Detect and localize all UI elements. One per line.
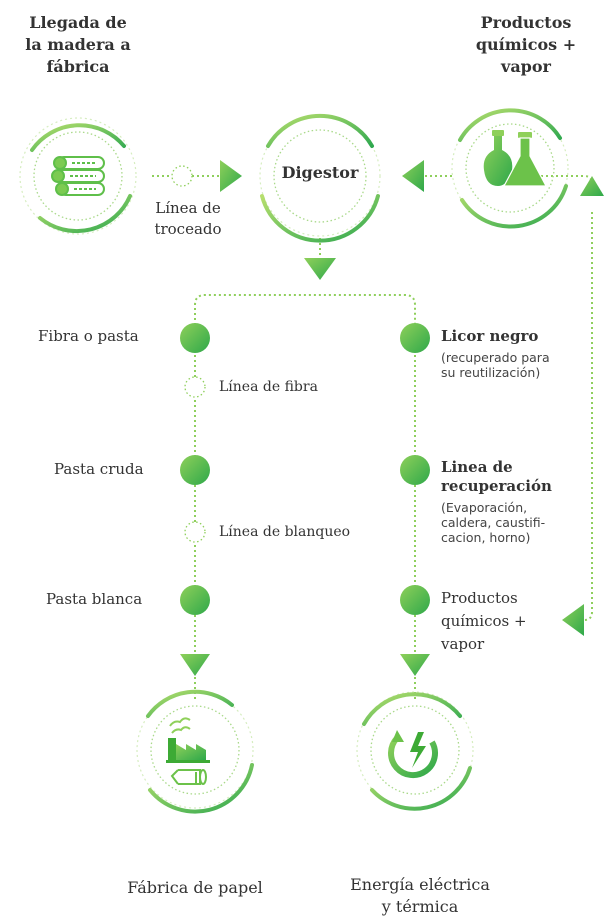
wood-arrival-label: Llegada de la madera a fábrica bbox=[10, 12, 146, 78]
factory-icon bbox=[166, 717, 210, 763]
arrow-into-digester-left bbox=[220, 160, 242, 192]
recovery-note-line-3: cacion, horno) bbox=[441, 530, 531, 545]
chipping-line-2: troceado bbox=[154, 220, 222, 238]
arrow-return-left bbox=[562, 604, 584, 636]
black-liquor-label: Licor negro bbox=[441, 327, 539, 345]
digester-label: Digestor bbox=[281, 163, 359, 182]
recovery-label: Linea de recuperación bbox=[441, 458, 552, 496]
arrow-to-paper-mill bbox=[180, 654, 210, 676]
arrow-return-up bbox=[580, 176, 604, 196]
black-liquor-note-line-1: (recuperado para bbox=[441, 350, 550, 365]
black-liquor-note-line-2: su reutilización) bbox=[441, 365, 541, 380]
chemicals-node bbox=[451, 108, 569, 229]
chemicals-out-line-1: Productos bbox=[441, 589, 518, 607]
chipping-marker bbox=[171, 165, 193, 187]
arrow-into-digester-right bbox=[402, 160, 424, 192]
node-white-pulp bbox=[180, 585, 210, 615]
chemicals-line-3: vapor bbox=[501, 57, 551, 76]
paper-roll-icon bbox=[170, 769, 207, 785]
chemicals-line-2: químicos + bbox=[475, 35, 577, 54]
branch-bar bbox=[194, 294, 416, 330]
recovery-line-2: recuperación bbox=[441, 477, 552, 495]
recovery-note-line-1: (Evaporación, bbox=[441, 500, 528, 515]
wood-arrival-line-1: Llegada de bbox=[29, 13, 127, 32]
logs-node bbox=[19, 117, 137, 235]
recovery-note: (Evaporación, caldera, caustifi- cacion,… bbox=[441, 500, 545, 545]
node-fiber bbox=[180, 323, 210, 353]
chemicals-out-line-2: químicos + bbox=[441, 612, 527, 630]
recovery-note-line-2: caldera, caustifi- bbox=[441, 515, 546, 530]
energy-icon bbox=[388, 730, 438, 779]
paper-mill-label: Fábrica de papel bbox=[127, 878, 263, 897]
node-recovery bbox=[400, 455, 430, 485]
digester-node bbox=[259, 113, 381, 243]
chemicals-line-1: Productos bbox=[480, 13, 572, 32]
black-liquor-note: (recuperado para su reutilización) bbox=[441, 350, 550, 380]
chemicals-label: Productos químicos + vapor bbox=[456, 12, 596, 78]
energy-line-1: Energía eléctrica bbox=[350, 875, 490, 894]
energy-label: Energía eléctrica y térmica bbox=[330, 874, 510, 918]
wood-arrival-line-3: fábrica bbox=[46, 57, 110, 76]
wood-arrival-line-2: la madera a bbox=[25, 35, 131, 54]
logs-icon bbox=[51, 156, 105, 196]
chemicals-out-label: Productos químicos + vapor bbox=[441, 587, 527, 656]
chipping-line-1: Línea de bbox=[155, 199, 221, 217]
recovery-line-1: Linea de bbox=[441, 458, 513, 476]
arrow-to-energy bbox=[400, 654, 430, 676]
flasks-icon bbox=[483, 130, 547, 187]
bleaching-line-label: Línea de blanqueo bbox=[219, 524, 351, 540]
energy-line-2: y térmica bbox=[381, 897, 459, 916]
white-pulp-label: Pasta blanca bbox=[46, 590, 143, 608]
return-loop-line bbox=[574, 212, 593, 621]
node-black-liquor bbox=[400, 323, 430, 353]
bleaching-line-marker bbox=[184, 521, 206, 543]
node-chemicals-out bbox=[400, 585, 430, 615]
fiber-line-label: Línea de fibra bbox=[219, 379, 318, 395]
arrow-from-digester bbox=[304, 258, 336, 280]
raw-pulp-label: Pasta cruda bbox=[54, 460, 144, 478]
chemicals-out-line-3: vapor bbox=[441, 635, 485, 653]
node-raw-pulp bbox=[180, 455, 210, 485]
energy-node bbox=[356, 691, 474, 811]
fiber-line-marker bbox=[184, 376, 206, 398]
chipping-line-label: Línea de troceado bbox=[138, 198, 238, 240]
fiber-label: Fibra o pasta bbox=[38, 327, 139, 345]
paper-mill-node bbox=[136, 689, 254, 814]
